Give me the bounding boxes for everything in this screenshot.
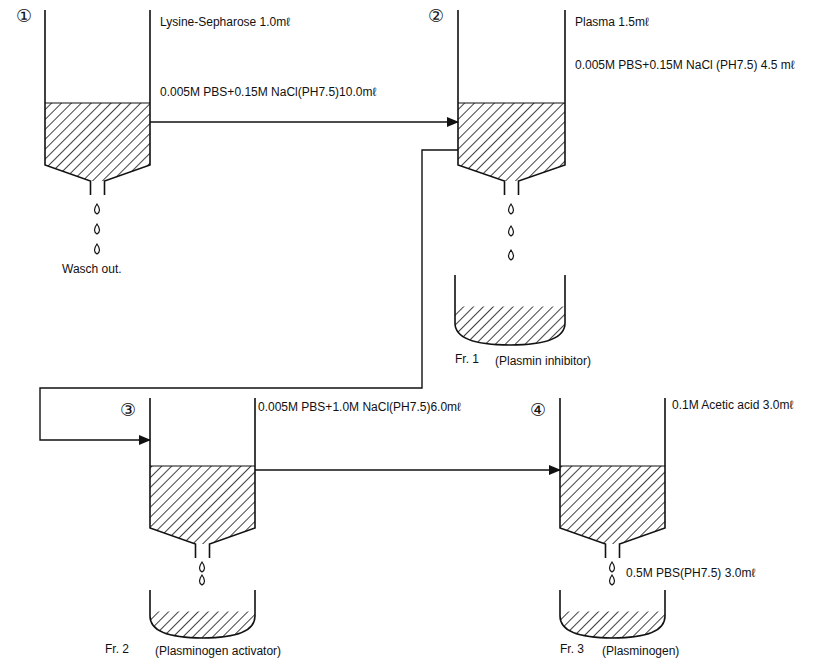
collection-tube: 0.5M PBS(PH7.5) 3.0mℓFr. 3(Plasminogen) — [560, 590, 665, 638]
node-text: 0.1M Acetic acid 3.0mℓ — [672, 398, 793, 412]
drop — [509, 226, 514, 236]
node-text: 0.005M PBS+0.15M NaCl (PH7.5) 4.5 mℓ — [575, 58, 795, 72]
node-text: 0.005M PBS+1.0M NaCl(PH7.5)6.0mℓ — [258, 400, 461, 414]
resin-bed — [45, 103, 150, 181]
resin-top — [45, 102, 150, 103]
node-text: (Plasminogen activator) — [155, 644, 281, 658]
note-label: Wasch out. — [62, 262, 122, 276]
step-arrow — [40, 150, 458, 440]
collection-tube: Fr. 1(Plasmin inhibitor) — [455, 275, 565, 345]
drop — [509, 250, 514, 260]
tube-wall — [150, 590, 255, 638]
drop — [610, 562, 615, 572]
drops — [95, 204, 615, 585]
step-number: ③ — [120, 400, 136, 420]
column-wall — [45, 10, 150, 195]
step-arrow — [150, 121, 458, 122]
tube-outline — [150, 590, 255, 638]
drop — [509, 204, 514, 214]
node-text: 0.5M PBS(PH7.5) 3.0mℓ — [626, 566, 755, 580]
drop — [95, 224, 100, 234]
tube-outline — [560, 590, 665, 638]
tube-outline — [455, 275, 565, 345]
column-wall — [560, 398, 665, 558]
node-text: (Plasminogen) — [602, 644, 679, 658]
step-number: ④ — [530, 400, 546, 420]
drop — [200, 575, 205, 585]
node-text: (Plasmin inhibitor) — [495, 354, 591, 368]
node-text: Lysine-Sepharose 1.0mℓ — [160, 15, 290, 29]
node-text: 0.005M PBS+0.15M NaCl(PH7.5)10.0mℓ — [160, 85, 376, 99]
resin-bed — [560, 466, 665, 544]
node-text: Plasma 1.5mℓ — [575, 15, 649, 29]
column-outline — [560, 398, 665, 558]
tube-wall — [455, 275, 565, 345]
resin-top — [150, 465, 255, 466]
drop — [200, 562, 205, 572]
step-number: ① — [16, 6, 32, 26]
drop — [95, 204, 100, 214]
step-number: ② — [428, 6, 444, 26]
drop — [610, 575, 615, 585]
column-outline — [458, 10, 565, 195]
column-outline — [150, 398, 255, 558]
column: Lysine-Sepharose 1.0mℓ0.005M PBS+0.15M N… — [45, 10, 150, 195]
resin-top — [560, 465, 665, 466]
column: 0.1M Acetic acid 3.0mℓ — [560, 398, 665, 558]
resin-bed — [458, 103, 565, 181]
node-text: Fr. 2 — [105, 642, 129, 656]
column-wall — [458, 10, 565, 195]
node-text: Fr. 3 — [560, 642, 584, 656]
resin-bed — [150, 466, 255, 544]
column-outline — [45, 10, 150, 195]
column: Plasma 1.5mℓ0.005M PBS+0.15M NaCl (PH7.5… — [458, 10, 565, 195]
node-text: Fr. 1 — [455, 352, 479, 366]
step-arrow — [255, 469, 560, 470]
resin-top — [458, 102, 565, 103]
collection-tube: Fr. 2(Plasminogen activator) — [150, 590, 255, 638]
column: 0.005M PBS+1.0M NaCl(PH7.5)6.0mℓ — [150, 398, 255, 558]
fraction-liquid — [455, 307, 565, 346]
tube-wall — [560, 590, 665, 638]
drop — [95, 244, 100, 254]
column-wall — [150, 398, 255, 558]
